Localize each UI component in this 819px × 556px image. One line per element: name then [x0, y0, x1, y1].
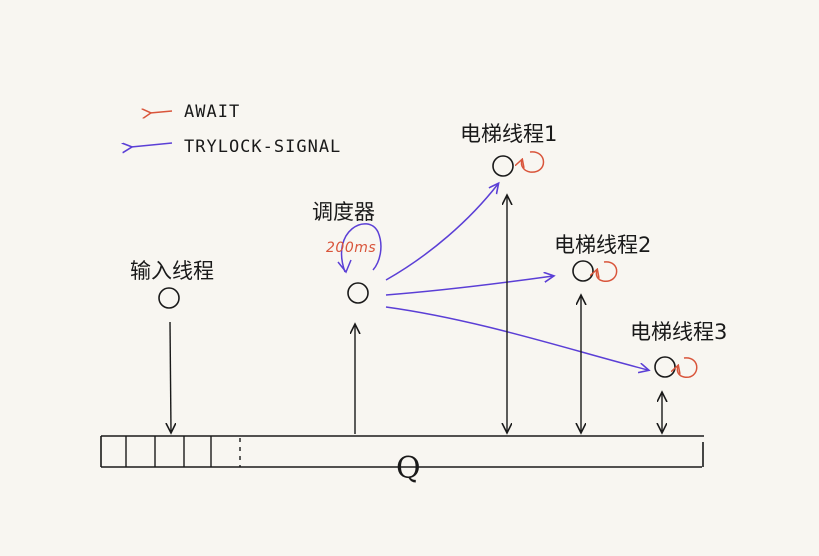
elevator-2-await-loop — [596, 261, 618, 282]
elevator-2-circle — [572, 260, 594, 282]
signal-elevator-2-arrow — [385, 276, 553, 296]
signal-elevator-1-arrow — [385, 184, 498, 281]
elevator-1-circle — [492, 155, 514, 177]
elevator-3-await-loop — [677, 357, 698, 378]
elevator-1-await-loop — [521, 151, 545, 173]
queue-label: Q — [396, 451, 421, 486]
legend-trylock-label: TRYLOCK-SIGNAL — [184, 137, 341, 157]
input-thread-label: 输入线程 — [130, 259, 214, 283]
legend-trylock-arrow — [131, 143, 173, 147]
scheduler-label: 调度器 — [312, 200, 375, 224]
elevator-1-node: 电梯线程1 — [460, 122, 557, 432]
input-to-queue-arrow — [170, 321, 171, 432]
elevator-3-label: 电梯线程3 — [630, 320, 727, 344]
request-queue: Q — [100, 435, 704, 486]
input-thread-circle — [158, 287, 180, 309]
elevator-3-node: 电梯线程3 — [630, 320, 727, 432]
legend-await-label: AWAIT — [184, 102, 240, 122]
legend-await-arrow — [150, 111, 173, 113]
elevator-1-label: 电梯线程1 — [460, 122, 557, 146]
scheduler-self-loop-head — [337, 259, 352, 274]
scheduler-node: 调度器 200ms — [312, 184, 648, 434]
scheduler-interval-label: 200ms — [326, 240, 376, 256]
input-thread-node: 输入线程 — [130, 259, 214, 432]
scheduler-circle — [347, 282, 369, 304]
legend: AWAIT TRYLOCK-SIGNAL — [131, 102, 341, 157]
signal-elevator-3-arrow — [385, 306, 648, 370]
elevator-2-label: 电梯线程2 — [554, 233, 651, 257]
elevator-2-node: 电梯线程2 — [554, 233, 651, 432]
scheduler-self-loop — [340, 223, 382, 273]
elevator-3-circle — [654, 356, 676, 378]
